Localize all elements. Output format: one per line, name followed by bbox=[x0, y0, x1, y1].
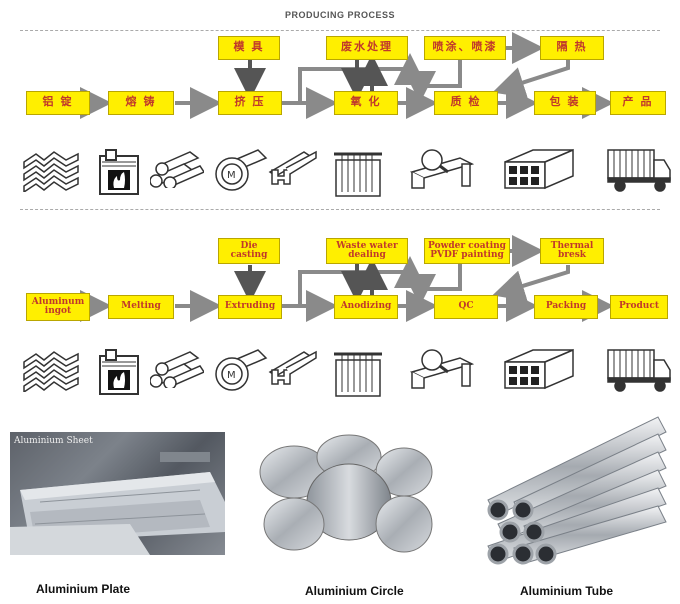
step-waste-en: Waste water dealing bbox=[326, 238, 408, 264]
step-oxidize-cn: 氧 化 bbox=[334, 91, 398, 115]
step-spray-cn: 喷涂、喷漆 bbox=[424, 36, 506, 60]
step-extrude-cn: 挤 压 bbox=[218, 91, 282, 115]
extrusion-die-icon: M bbox=[212, 148, 268, 197]
step-spray-en-line2: PVDF painting bbox=[430, 250, 504, 260]
divider-top bbox=[20, 30, 660, 31]
aluminium-circle-photo bbox=[254, 432, 434, 555]
step-melt-cn: 熔 铸 bbox=[108, 91, 174, 115]
caption-circle: Aluminium Circle bbox=[305, 584, 404, 598]
step-spray-en: Powder coating PVDF painting bbox=[424, 238, 510, 264]
inspection-table-icon bbox=[409, 148, 475, 195]
plate-label: Aluminium Sheet bbox=[14, 436, 93, 446]
aluminium-plate-photo: Aluminium Sheet bbox=[10, 432, 225, 555]
step-ingot-en-line1: Aluminum bbox=[31, 296, 85, 307]
step-product-en: Product bbox=[610, 295, 668, 319]
svg-text:M: M bbox=[227, 170, 236, 181]
step-insulation-en-line1: Thermal bbox=[550, 240, 594, 251]
ingot-stack-icon bbox=[22, 348, 82, 397]
billet-logs-icon bbox=[149, 348, 206, 393]
aluminium-tube-photo bbox=[468, 412, 668, 580]
furnace-icon bbox=[98, 348, 142, 401]
step-insulation-cn: 隔 热 bbox=[540, 36, 604, 60]
divider-middle bbox=[20, 209, 660, 210]
profile-bars-icon bbox=[268, 348, 318, 393]
step-insulation-en-line2: bresk bbox=[557, 250, 587, 260]
profile-bars-icon bbox=[268, 148, 318, 193]
step-ingot-en-line2: ingot bbox=[44, 306, 72, 316]
caption-tube: Aluminium Tube bbox=[520, 584, 614, 598]
truck-icon bbox=[606, 348, 672, 397]
step-product-cn: 产 品 bbox=[610, 91, 666, 115]
anodizing-tank-icon bbox=[332, 348, 384, 403]
furnace-icon bbox=[98, 148, 142, 201]
step-ingot-en: Aluminum ingot bbox=[26, 293, 90, 321]
step-ingot-cn: 铝 锭 bbox=[26, 91, 90, 115]
step-mold-en-line2: casting bbox=[230, 250, 268, 260]
svg-text:M: M bbox=[227, 370, 236, 381]
step-melt-en: Melting bbox=[108, 295, 174, 319]
step-pack-cn: 包 装 bbox=[534, 91, 596, 115]
step-mold-en: Die casting bbox=[218, 238, 280, 264]
step-mold-cn: 模 具 bbox=[218, 36, 280, 60]
step-pack-en: Packing bbox=[534, 295, 598, 319]
flow-arrows bbox=[80, 32, 614, 322]
step-qc-en: QC bbox=[434, 295, 498, 319]
extrusion-die-icon: M bbox=[212, 348, 268, 397]
anodizing-tank-icon bbox=[332, 148, 384, 203]
step-mold-en-line1: Die bbox=[240, 240, 258, 251]
page-title: PRODUCING PROCESS bbox=[284, 10, 395, 20]
step-oxidize-en: Anodizing bbox=[334, 295, 398, 319]
packed-bundle-icon bbox=[503, 348, 575, 395]
billet-logs-icon bbox=[149, 148, 206, 193]
step-waste-cn: 废水处理 bbox=[326, 36, 408, 60]
ingot-stack-icon bbox=[22, 148, 82, 197]
step-waste-en-line2: dealing bbox=[348, 250, 386, 260]
packed-bundle-icon bbox=[503, 148, 575, 195]
step-extrude-en: Extruding bbox=[218, 295, 282, 319]
step-qc-cn: 质 检 bbox=[434, 91, 498, 115]
step-insulation-en: Thermal bresk bbox=[540, 238, 604, 264]
step-spray-en-line1: Powder coating bbox=[428, 240, 506, 251]
inspection-table-icon bbox=[409, 348, 475, 395]
step-waste-en-line1: Waste water bbox=[336, 240, 398, 251]
caption-plate: Aluminium Plate bbox=[36, 582, 131, 596]
truck-icon bbox=[606, 148, 672, 197]
